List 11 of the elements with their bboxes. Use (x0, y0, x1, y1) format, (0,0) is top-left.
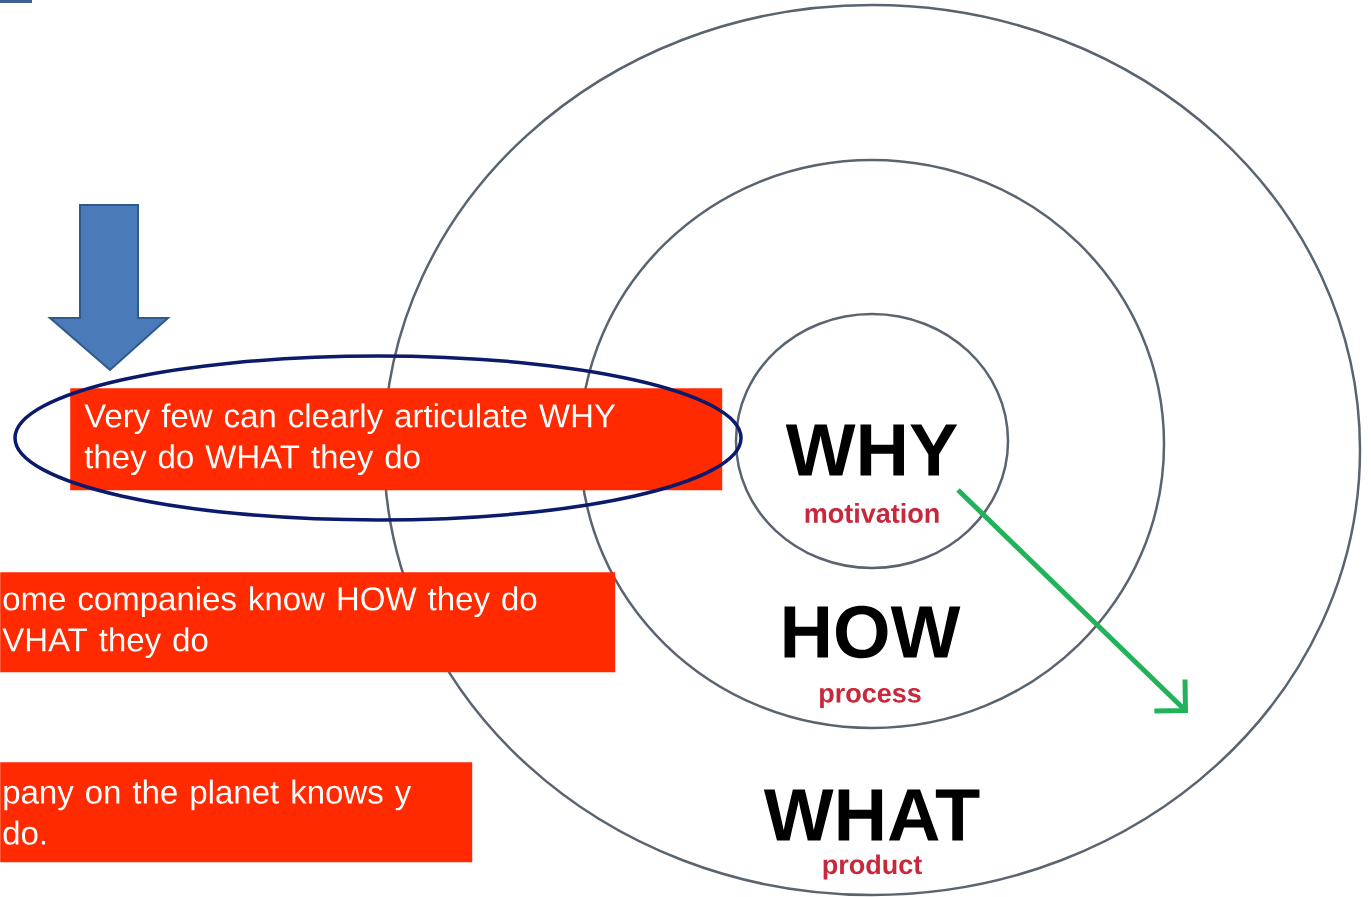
circle-heading: WHY (785, 424, 958, 476)
circle-heading: WHAT (763, 789, 980, 841)
text-box: ome companies know HOW they do VHAT they do (0, 572, 616, 673)
circle-caption: motivation (805, 503, 939, 523)
text-box: Very few can clearly articulate WHY they do WHAT they do (70, 388, 723, 491)
arrow (956, 488, 1188, 714)
text-box: pany on the planet knows y do. (0, 762, 473, 863)
circle-heading: HOW (784, 605, 961, 659)
block-arrow (47, 204, 171, 372)
circle-caption: product (823, 854, 922, 880)
circle-caption: process (820, 687, 921, 709)
